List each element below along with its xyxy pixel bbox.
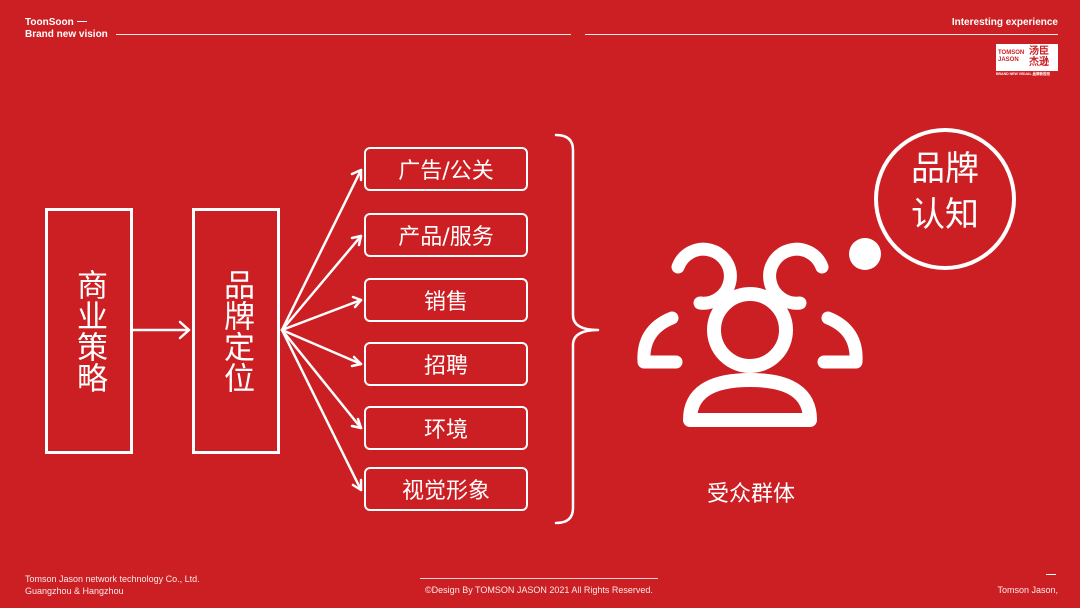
- bubble-line-1: 品牌: [911, 149, 979, 189]
- logo-cn-line2: 杰逊: [1029, 57, 1049, 68]
- item-products-services: 产品/服务: [364, 213, 528, 257]
- fan-arrows: [280, 168, 363, 492]
- people-group-icon: [637, 242, 863, 427]
- bubble-line-2: 认知: [911, 195, 979, 235]
- item-sales: 销售: [364, 278, 528, 322]
- logo-box: [996, 44, 1058, 71]
- logo-tagline: BRAND NEW VISUAL 品牌新视觉: [996, 72, 1050, 76]
- item-advertising-pr: 广告/公关: [364, 147, 528, 191]
- item-environment: 环境: [364, 406, 528, 450]
- item-recruitment: 招聘: [364, 342, 528, 386]
- arrow-to-item-5: [280, 328, 363, 430]
- item-visual-identity: 视觉形象: [364, 467, 528, 511]
- header-brand: ToonSoon: [25, 17, 74, 28]
- footer-company: Tomson Jason network technology Co., Ltd…: [25, 573, 200, 597]
- header-right-text: Interesting experience: [951, 17, 1058, 28]
- logo-en: TOMSON JASON: [998, 50, 1024, 64]
- arrowhead-positioning: [178, 320, 191, 340]
- logo-en-line1: TOMSON: [998, 50, 1025, 56]
- header-tagline: Brand new vision: [25, 29, 108, 40]
- thought-bubble-inner: [878, 132, 1012, 266]
- header-dash: [77, 21, 87, 22]
- footer-dash: [1046, 574, 1056, 575]
- logo-cn: 汤臣 杰逊: [1029, 46, 1049, 68]
- business-strategy-box: 商业策略: [45, 208, 133, 454]
- thought-bubble-icon: 品牌 认知: [874, 128, 1016, 270]
- logo-en-line2: JASON: [998, 57, 1019, 63]
- footer-company-line1: Tomson Jason network technology Co., Ltd…: [25, 574, 200, 584]
- arrow-to-item-4: [280, 328, 363, 366]
- thought-bubble-dot: [849, 238, 881, 270]
- header-divider-left: [116, 34, 571, 35]
- footer-company-line2: Guangzhou & Hangzhou: [25, 586, 124, 596]
- business-strategy-label: 商业策略: [71, 269, 107, 393]
- arrow-to-item-6: [280, 328, 363, 492]
- header-divider-right: [585, 34, 1058, 35]
- footer-divider: [420, 578, 658, 579]
- arrow-to-item-1: [280, 168, 363, 332]
- footer-right-text: Tomson Jason,: [997, 585, 1058, 595]
- grouping-brace: [554, 133, 600, 525]
- tomson-jason-logo: TOMSON JASON 汤臣 杰逊 BRAND NEW VISUAL 品牌新视…: [996, 44, 1058, 78]
- arrow-to-item-2: [280, 234, 363, 332]
- footer-copyright: ©Design By TOMSON JASON 2021 All Rights …: [425, 585, 653, 595]
- brand-positioning-label: 品牌定位: [218, 269, 254, 393]
- audience-label: 受众群体: [706, 482, 795, 507]
- arrow-to-item-3: [280, 298, 363, 332]
- header-brand-block: ToonSoon Brand new vision: [25, 17, 108, 41]
- brand-positioning-box: 品牌定位: [192, 208, 280, 454]
- logo-cn-line1: 汤臣: [1029, 46, 1049, 57]
- brand-cognition-text: 品牌 认知: [874, 146, 1016, 238]
